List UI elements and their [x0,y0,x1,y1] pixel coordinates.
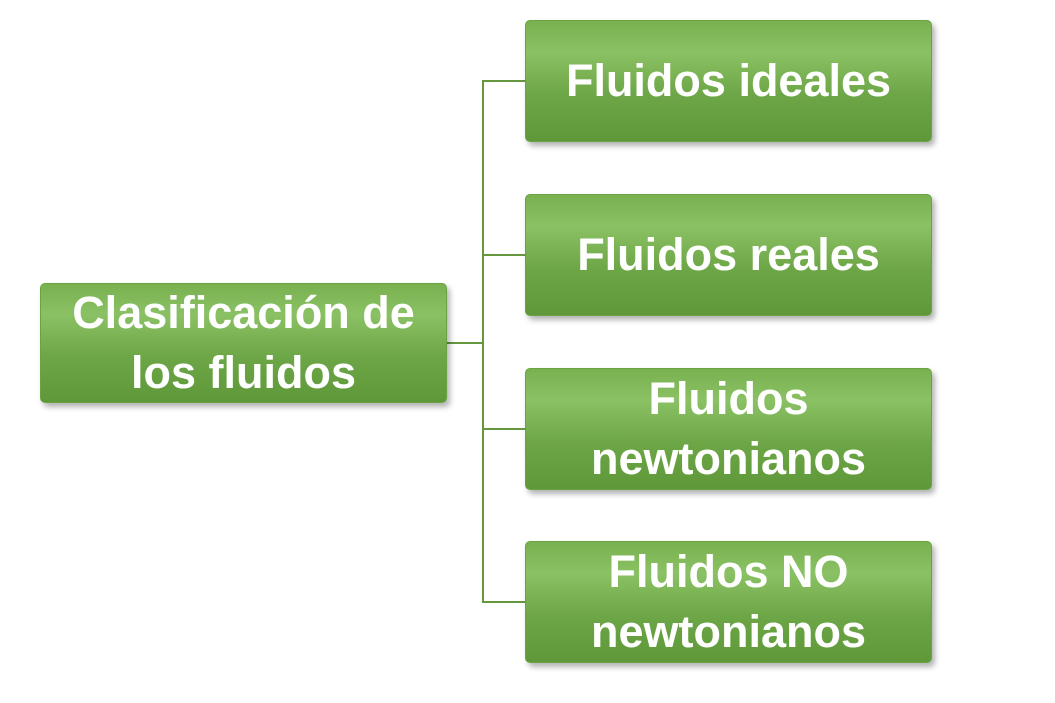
node-fluidos-reales: Fluidos reales [525,194,932,316]
connector-root-to-trunk [445,342,483,344]
node-fluidos-newtonianos-label: Fluidos newtonianos [590,373,866,484]
connector-branch-fluidos-reales [482,254,526,256]
connector-branch-fluidos-newtonianos [482,428,526,430]
node-root-clasificacion: Clasificación de los fluidos [40,283,447,403]
connector-branch-fluidos-no-newtonianos [482,601,526,603]
node-fluidos-ideales-label: Fluidos ideales [565,55,892,106]
node-fluidos-no-newtonianos: Fluidos NO newtonianos [525,541,932,663]
node-fluidos-ideales: Fluidos ideales [525,20,932,142]
node-root-label: Clasificación de los fluidos [72,287,415,398]
connector-trunk [482,80,484,603]
node-fluidos-no-newtonianos-label: Fluidos NO newtonianos [590,546,866,657]
node-fluidos-newtonianos: Fluidos newtonianos [525,368,932,490]
node-fluidos-reales-label: Fluidos reales [577,229,880,280]
connector-branch-fluidos-ideales [482,80,526,82]
